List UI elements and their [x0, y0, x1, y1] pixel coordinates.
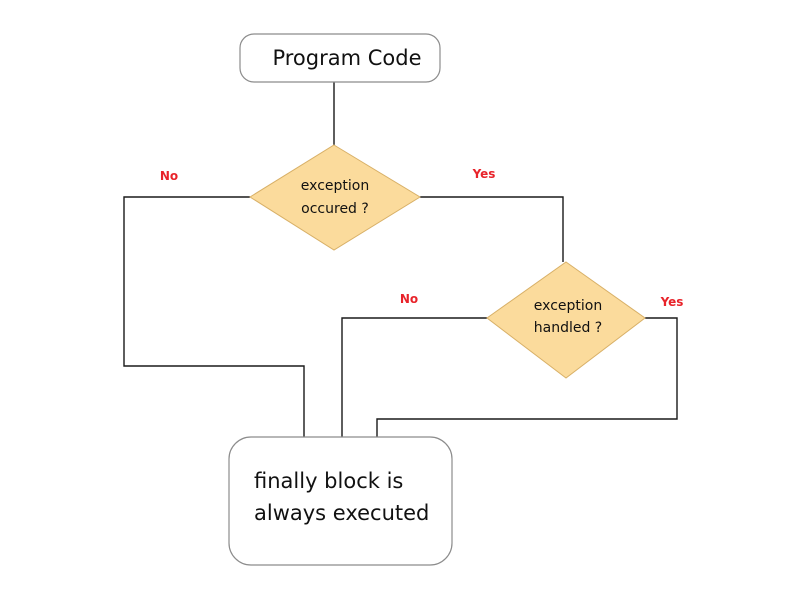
- decision-exception-handled-yes-label: Yes: [660, 295, 684, 309]
- decision-exception-occurred-line2: occured ?: [301, 201, 369, 217]
- end-node-box: [228, 436, 453, 566]
- start-node-label: Program Code: [272, 46, 421, 70]
- connectors: [123, 82, 678, 437]
- decision-exception-handled-line1: exception: [534, 298, 602, 314]
- end-node-line2: always executed: [254, 501, 429, 525]
- decision-exception-handled-line2: handled ?: [534, 320, 602, 336]
- connector-decision1-no: [123, 196, 305, 437]
- connector-decision1-yes: [420, 196, 564, 262]
- start-node: Program Code: [239, 33, 441, 83]
- decision-exception-occurred-no-label: No: [160, 169, 178, 183]
- decision-exception-handled-no-label: No: [400, 292, 418, 306]
- decision-exception-occurred-line1: exception: [301, 178, 369, 194]
- decision-exception-occurred-yes-label: Yes: [472, 167, 496, 181]
- decision-exception-occurred-shape: [249, 144, 421, 251]
- end-node-line1: finally block is: [254, 469, 403, 493]
- connector-decision2-yes: [376, 317, 678, 437]
- start-node-box: [239, 33, 441, 83]
- end-node: finally block is always executed: [228, 436, 453, 566]
- connector-decision2-no: [341, 317, 487, 437]
- decision-exception-handled-shape: [486, 261, 646, 379]
- decision-exception-handled: exception handled ?: [486, 261, 646, 379]
- decision-exception-occurred: exception occured ?: [249, 144, 421, 251]
